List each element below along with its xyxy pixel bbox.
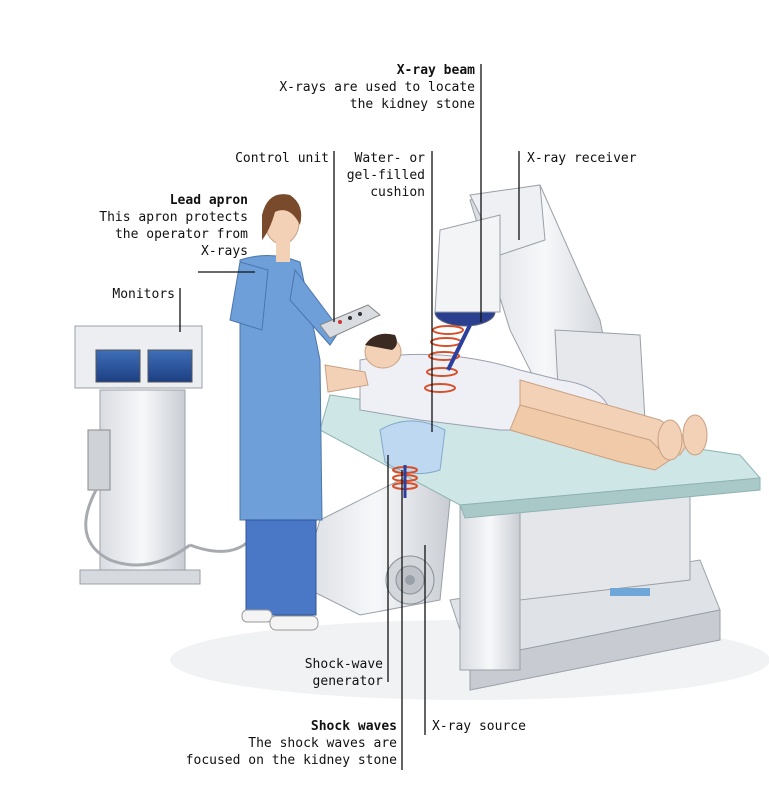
label-xray-source: X-ray source	[432, 718, 526, 735]
label-shockwave-generator: Shock-wave generator	[305, 656, 383, 690]
control-unit-tablet	[320, 305, 380, 338]
lead-apron-line3: X-rays	[99, 243, 248, 260]
xray-source-text: X-ray source	[432, 718, 526, 735]
cushion-line2: gel-filled	[347, 167, 425, 184]
shockwave-generator-unit	[300, 470, 450, 615]
label-control-unit: Control unit	[235, 150, 329, 167]
lead-apron-line1: This apron protects	[99, 209, 248, 226]
label-xray-receiver: X-ray receiver	[527, 150, 637, 167]
shockwave-generator-line2: generator	[305, 673, 383, 690]
label-shock-waves: Shock waves The shock waves are focused …	[186, 718, 397, 769]
xray-beam-line1: X-rays are used to locate	[279, 79, 475, 96]
xray-receiver-text: X-ray receiver	[527, 150, 637, 167]
control-unit-text: Control unit	[235, 150, 329, 167]
shockwave-generator-line1: Shock-wave	[305, 656, 383, 673]
monitors-text: Monitors	[112, 286, 175, 303]
lead-apron-title: Lead apron	[99, 192, 248, 209]
label-xray-beam: X-ray beam X-rays are used to locate the…	[279, 62, 475, 113]
cushion-line1: Water- or	[347, 150, 425, 167]
water-cushion	[380, 421, 445, 474]
monitor-cart	[75, 326, 250, 584]
shock-waves-line2: focused on the kidney stone	[186, 752, 397, 769]
label-cushion: Water- or gel-filled cushion	[347, 150, 425, 201]
shock-waves-line1: The shock waves are	[186, 735, 397, 752]
monitor-screen-right	[148, 350, 192, 382]
shock-waves-title: Shock waves	[186, 718, 397, 735]
cushion-line3: cushion	[347, 184, 425, 201]
xray-beam-title: X-ray beam	[279, 62, 475, 79]
lead-apron-line2: the operator from	[99, 226, 248, 243]
label-monitors: Monitors	[112, 286, 175, 303]
xray-beam-line2: the kidney stone	[279, 96, 475, 113]
monitor-screen-left	[96, 350, 140, 382]
label-lead-apron: Lead apron This apron protects the opera…	[99, 192, 248, 260]
